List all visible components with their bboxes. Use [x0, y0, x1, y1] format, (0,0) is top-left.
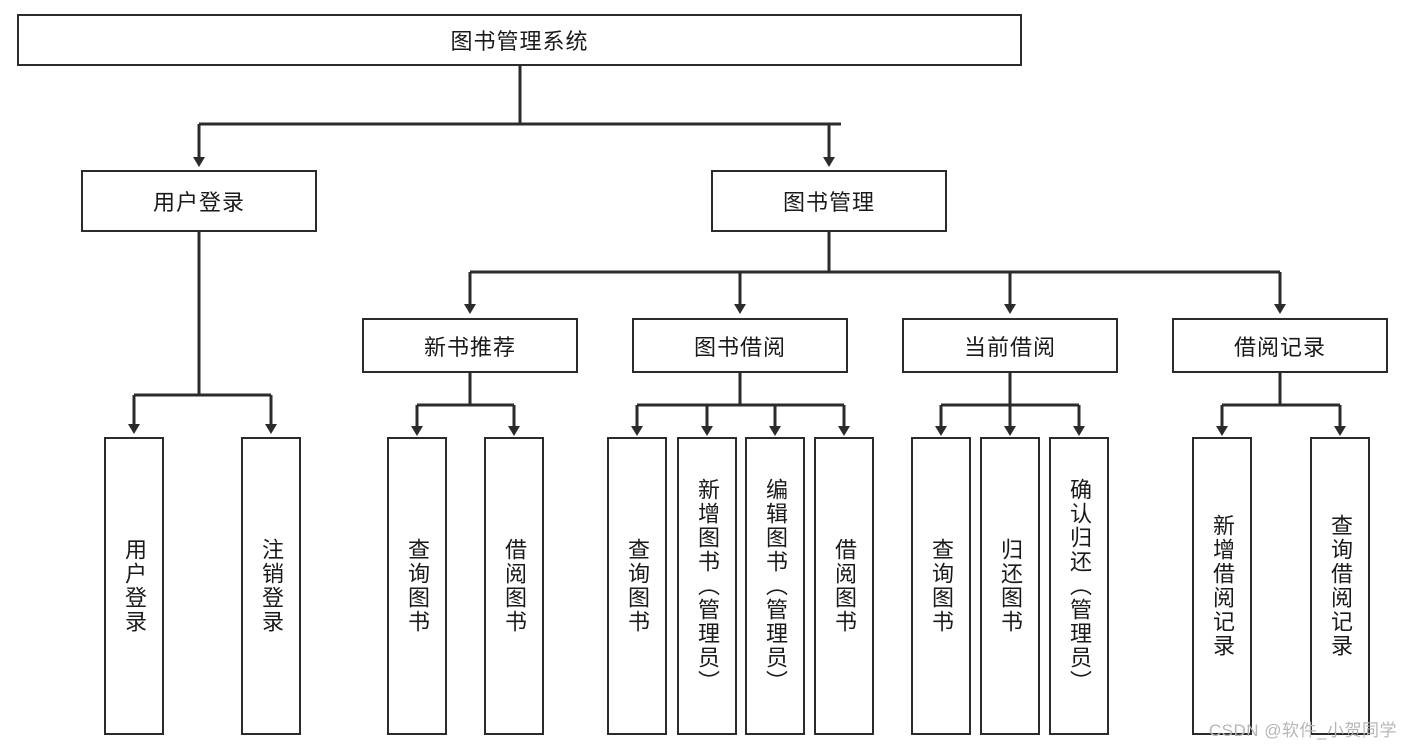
node-user-login[interactable]: 用户登录	[81, 170, 317, 232]
node-book-borrow[interactable]: 图书借阅	[632, 318, 848, 373]
leaf-current-return-book[interactable]: 归还图书	[980, 437, 1040, 735]
leaf-recommend-query-book[interactable]: 查询图书	[387, 437, 447, 735]
node-book-management[interactable]: 图书管理	[711, 170, 947, 232]
leaf-recommend-borrow-book[interactable]: 借阅图书	[484, 437, 544, 735]
leaf-current-confirm-return-admin[interactable]: 确认归还（管理员）	[1049, 437, 1109, 735]
node-current-borrow[interactable]: 当前借阅	[902, 318, 1118, 373]
leaf-borrow-edit-book-admin[interactable]: 编辑图书（管理员）	[745, 437, 805, 735]
node-borrow-record[interactable]: 借阅记录	[1172, 318, 1388, 373]
leaf-user-login-signin[interactable]: 用户登录	[104, 437, 164, 735]
node-root-system[interactable]: 图书管理系统	[17, 14, 1022, 66]
watermark-credit: CSDN @软件_小贺同学	[1208, 721, 1397, 740]
leaf-borrow-add-book-admin[interactable]: 新增图书（管理员）	[677, 437, 737, 735]
leaf-current-query-book[interactable]: 查询图书	[911, 437, 971, 735]
leaf-user-login-signout[interactable]: 注销登录	[241, 437, 301, 735]
node-new-book-recommend[interactable]: 新书推荐	[362, 318, 578, 373]
leaf-borrow-query-book[interactable]: 查询图书	[607, 437, 667, 735]
leaf-record-query-record[interactable]: 查询借阅记录	[1310, 437, 1370, 735]
leaf-record-add-record[interactable]: 新增借阅记录	[1192, 437, 1252, 735]
leaf-borrow-borrow-book[interactable]: 借阅图书	[814, 437, 874, 735]
